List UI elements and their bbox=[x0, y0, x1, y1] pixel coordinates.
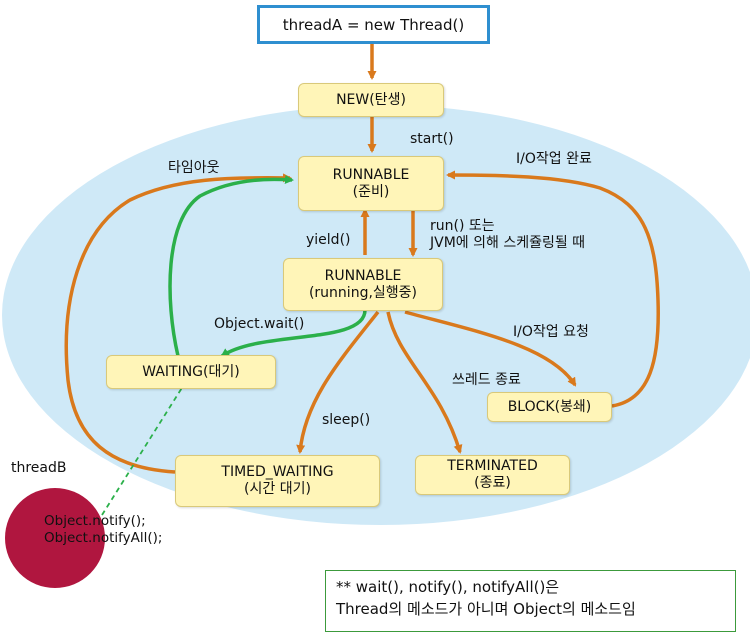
state-block-label: BLOCK(봉쇄) bbox=[507, 398, 592, 415]
arrow-io-done bbox=[446, 170, 660, 408]
thread-b-label: threadB bbox=[11, 460, 67, 476]
thread-creation-label: threadA = new Thread() bbox=[282, 15, 465, 34]
state-terminated: TERMINATED (종료) bbox=[415, 455, 570, 495]
state-runnable-ready-line1: RUNNABLE bbox=[332, 166, 410, 183]
arrow-timeout bbox=[64, 173, 292, 474]
label-yield: yield() bbox=[306, 232, 351, 248]
label-thread-end: 쓰레드 종료 bbox=[452, 372, 521, 388]
state-timed-waiting-line1: TIMED_WAITING bbox=[221, 464, 334, 481]
state-runnable-running: RUNNABLE (running,실행중) bbox=[283, 258, 443, 311]
state-waiting-label: WAITING(대기) bbox=[142, 363, 240, 380]
note-line1: ** wait(), notify(), notifyAll()은 bbox=[336, 578, 560, 596]
note-box: ** wait(), notify(), notifyAll()은 Thread… bbox=[325, 570, 736, 632]
arrow-notify bbox=[101, 373, 192, 516]
arrow-io-request bbox=[404, 310, 577, 387]
state-terminated-line1: TERMINATED bbox=[447, 458, 538, 475]
state-block: BLOCK(봉쇄) bbox=[487, 392, 612, 422]
label-object-wait: Object.wait() bbox=[214, 316, 305, 332]
state-runnable-ready-line2: (준비) bbox=[352, 183, 390, 200]
label-io-request: I/O작업 요청 bbox=[513, 324, 589, 340]
arrow-object-wait bbox=[220, 309, 367, 358]
state-new-label: NEW(탄생) bbox=[336, 91, 406, 108]
label-sleep: sleep() bbox=[322, 412, 371, 428]
note-line2: Thread의 메소드가 아니며 Object의 메소드임 bbox=[336, 599, 636, 618]
state-waiting: WAITING(대기) bbox=[106, 355, 276, 389]
state-runnable-ready: RUNNABLE (준비) bbox=[298, 156, 444, 211]
label-run-schedule-line1: run() 또는 bbox=[430, 218, 495, 234]
arrow-sleep bbox=[296, 310, 380, 454]
state-runnable-running-line2: (running,실행중) bbox=[308, 284, 418, 301]
state-new: NEW(탄생) bbox=[298, 83, 444, 117]
label-timeout: 타임아웃 bbox=[168, 160, 220, 176]
thread-b-call-notify: Object.notify(); bbox=[44, 513, 146, 529]
label-start: start() bbox=[410, 131, 454, 147]
arrow-notify-return bbox=[168, 174, 294, 357]
thread-creation-box: threadA = new Thread() bbox=[257, 5, 490, 44]
thread-b-circle bbox=[5, 488, 105, 588]
state-terminated-line2: (종료) bbox=[474, 475, 511, 491]
label-io-done: I/O작업 완료 bbox=[516, 151, 592, 167]
thread-b-call-notify-all: Object.notifyAll(); bbox=[44, 530, 163, 546]
state-runnable-running-line1: RUNNABLE bbox=[324, 267, 402, 284]
arrow-thread-end bbox=[386, 311, 463, 454]
label-run-schedule-line2: JVM에 의해 스케쥴링될 때 bbox=[430, 235, 586, 251]
state-timed-waiting: TIMED_WAITING (시간 대기) bbox=[175, 455, 380, 507]
state-timed-waiting-line2: (시간 대기) bbox=[244, 481, 311, 497]
